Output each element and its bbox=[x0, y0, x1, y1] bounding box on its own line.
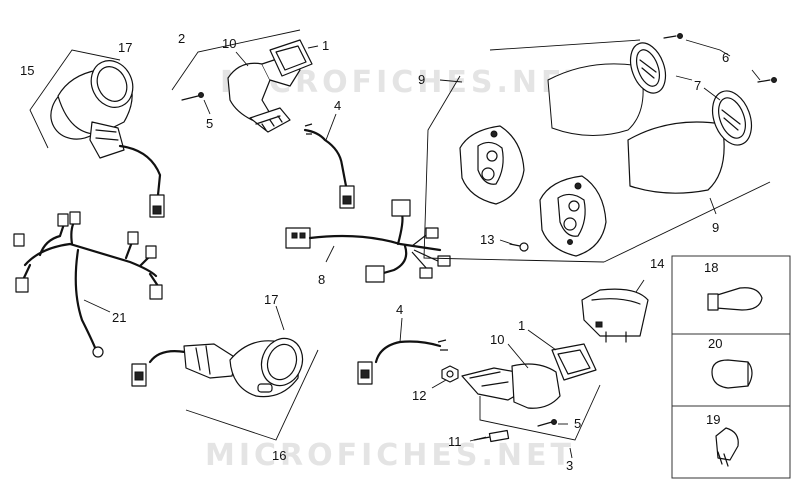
callout-15: 15 bbox=[20, 63, 34, 78]
callout-7: 7 bbox=[694, 78, 701, 93]
callout-4-bottom: 4 bbox=[396, 302, 403, 317]
callout-6: 6 bbox=[722, 50, 729, 65]
screw-bottom bbox=[537, 419, 557, 427]
taillight-lens-lower bbox=[627, 90, 753, 194]
plate-light-lens-bottom bbox=[551, 343, 597, 381]
callout-18: 18 bbox=[704, 260, 718, 275]
wire-harness-short-bottom bbox=[357, 339, 448, 385]
callout-19: 19 bbox=[706, 412, 720, 427]
screw-housing bbox=[509, 242, 529, 252]
callout-1-top: 1 bbox=[322, 38, 329, 53]
rear-lamp-bracket-bottom bbox=[461, 363, 561, 409]
callout-10-top: 10 bbox=[222, 36, 236, 51]
front-left-turn-signal bbox=[29, 49, 165, 218]
callout-9-bottom: 9 bbox=[712, 220, 719, 235]
callout-17-top: 17 bbox=[118, 40, 132, 55]
callout-10-bottom: 10 bbox=[490, 332, 504, 347]
callout-8: 8 bbox=[318, 272, 325, 287]
callout-9-top: 9 bbox=[418, 72, 425, 87]
callout-17-bottom: 17 bbox=[264, 292, 278, 307]
watermark-bottom: MICROFICHES.NET bbox=[205, 438, 575, 473]
turn-signal-wiring-harness bbox=[285, 199, 451, 283]
callout-16: 16 bbox=[272, 448, 286, 463]
plate-light-lens-top bbox=[269, 39, 313, 77]
taillight-housing-lower bbox=[539, 175, 607, 257]
screw-taillight-b bbox=[757, 77, 777, 83]
callout-2: 2 bbox=[178, 31, 185, 46]
callout-5-top: 5 bbox=[206, 116, 213, 131]
callout-1-bottom: 1 bbox=[518, 318, 525, 333]
bulb-19 bbox=[715, 427, 739, 467]
nut bbox=[441, 365, 459, 383]
screw-top bbox=[181, 92, 204, 101]
screw-taillight-a bbox=[663, 33, 683, 39]
wire-harness-short-top bbox=[303, 123, 355, 209]
bulb-18 bbox=[707, 287, 763, 311]
callout-14: 14 bbox=[650, 256, 664, 271]
license-plate-light bbox=[581, 288, 649, 343]
callout-5-bottom: 5 bbox=[574, 416, 581, 431]
callout-12: 12 bbox=[412, 388, 426, 403]
bulb-20 bbox=[711, 359, 753, 389]
rear-left-turn-signal bbox=[131, 337, 304, 398]
callout-20: 20 bbox=[708, 336, 722, 351]
callout-3: 3 bbox=[566, 458, 573, 473]
main-wiring-harness bbox=[13, 211, 163, 358]
callout-11: 11 bbox=[448, 434, 462, 449]
taillight-housing-upper bbox=[459, 125, 525, 205]
taillight-lens-upper bbox=[547, 42, 667, 137]
callout-4-top: 4 bbox=[334, 98, 341, 113]
callout-21: 21 bbox=[112, 310, 126, 325]
callout-13: 13 bbox=[480, 232, 494, 247]
